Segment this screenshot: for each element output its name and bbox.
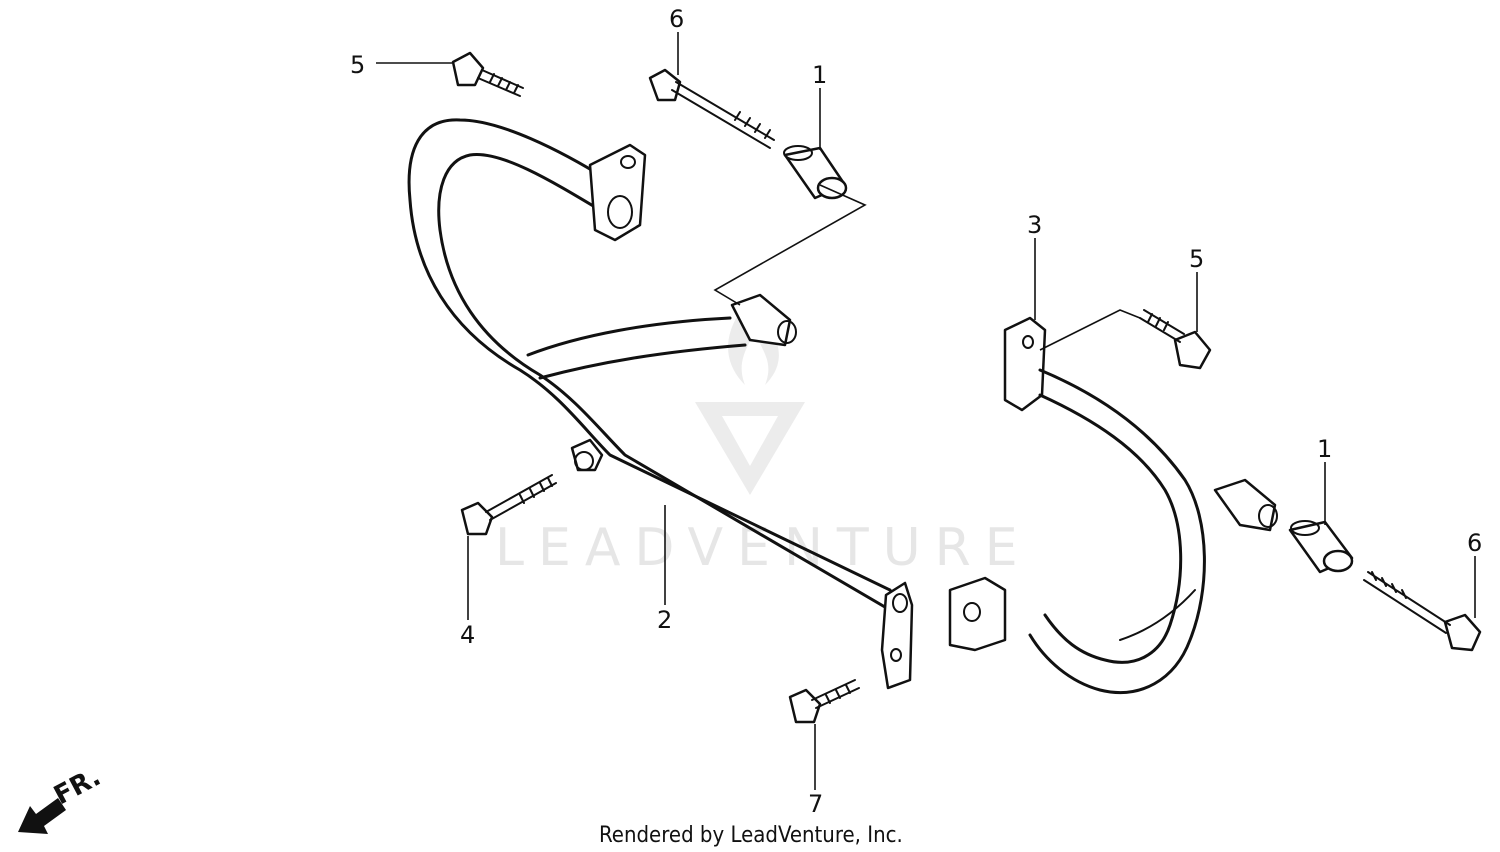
watermark-v-icon: [695, 402, 805, 495]
left-pivot-boss: [730, 293, 792, 347]
bolt-5-right: [1139, 309, 1212, 370]
bolt-4: [460, 474, 557, 536]
watermark-text: LEADVENTURE: [495, 518, 1032, 578]
bolt-6-upper: [648, 68, 775, 149]
front-direction-indicator: FR.: [18, 762, 106, 834]
front-arrow-icon: [18, 798, 66, 834]
callout-1-upper: 1: [812, 61, 827, 89]
right-mount-plate: [1003, 316, 1047, 412]
callout-4: 4: [460, 621, 475, 649]
collar-lower: [1288, 520, 1354, 574]
callout-3: 3: [1027, 211, 1042, 239]
right-bumper-tube: [948, 316, 1278, 695]
bolt-6-right: [1363, 571, 1482, 652]
leader-lines: [376, 32, 1476, 790]
right-end-bracket: [948, 576, 1007, 652]
callout-6-upper: 6: [669, 5, 684, 33]
left-bumper-tube: [407, 118, 914, 690]
watermark: LEADVENTURE: [495, 305, 1032, 578]
bolt-7: [788, 679, 860, 724]
left-end-bracket: [880, 581, 914, 690]
bolt-5-upper: [451, 51, 524, 97]
callout-5-upper: 5: [350, 51, 365, 79]
callout-6-right: 6: [1467, 529, 1482, 557]
callout-5-right: 5: [1189, 245, 1204, 273]
callout-2: 2: [657, 606, 672, 634]
footer-credit: Rendered by LeadVenture, Inc.: [599, 823, 903, 848]
left-mount-plate: [588, 143, 647, 242]
callout-1-lower: 1: [1317, 435, 1332, 463]
collar-upper: [783, 145, 848, 200]
callout-7: 7: [808, 790, 823, 818]
